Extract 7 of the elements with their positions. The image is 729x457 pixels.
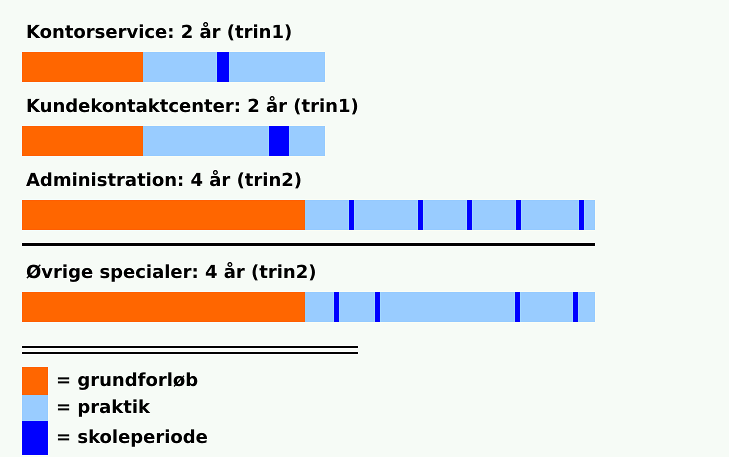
legend-label: = praktik — [56, 397, 150, 418]
program-title: Kontorservice: 2 år (trin1) — [26, 22, 292, 43]
program-title: Administration: 4 år (trin2) — [26, 170, 302, 191]
legend-label: = skoleperiode — [56, 427, 208, 448]
legend-label: = grundforløb — [56, 370, 198, 391]
program-title: Øvrige specialer: 4 år (trin2) — [26, 262, 316, 283]
program-title: Kundekontaktcenter: 2 år (trin1) — [26, 96, 359, 117]
